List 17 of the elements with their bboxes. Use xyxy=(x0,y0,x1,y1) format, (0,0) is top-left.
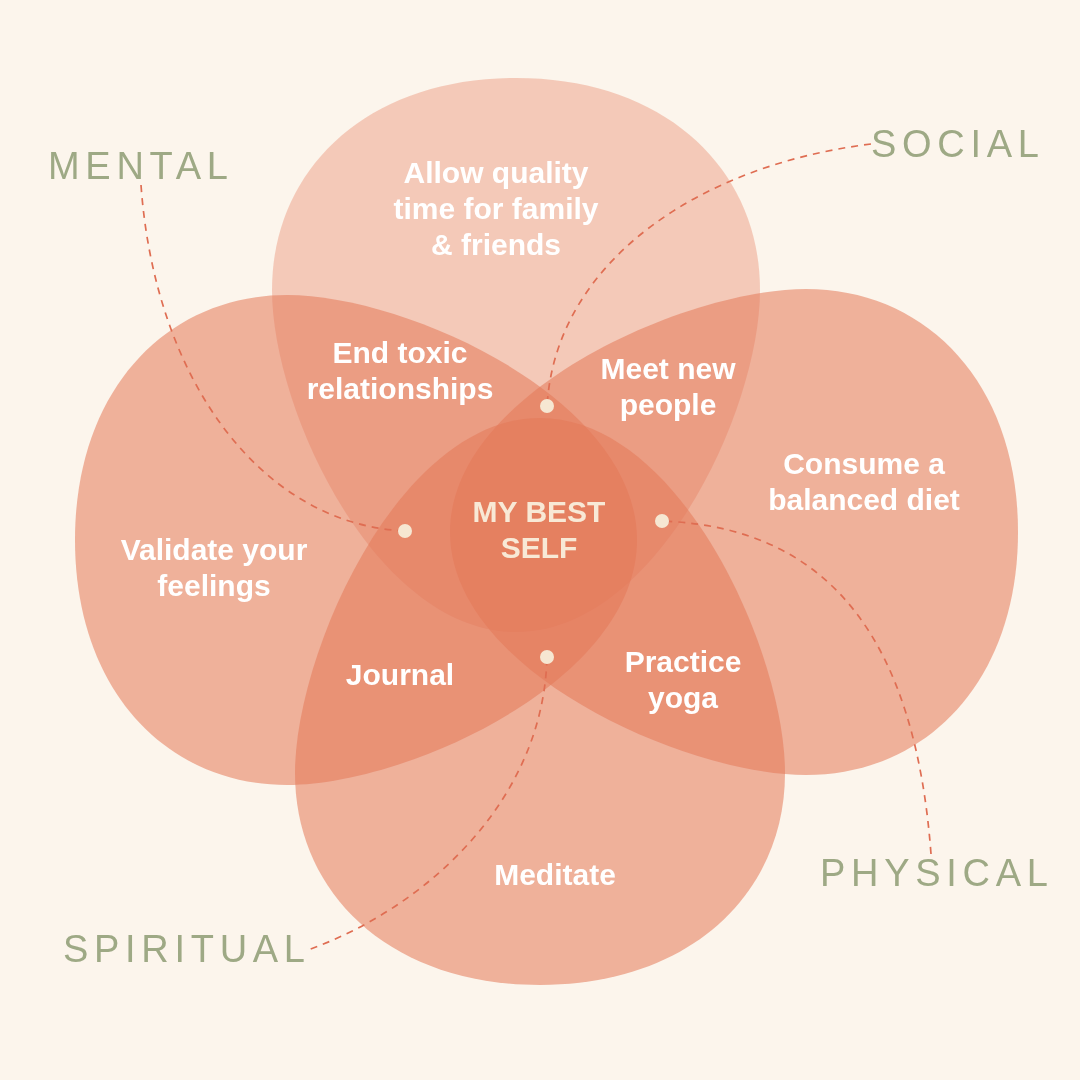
overlap-text: Journal xyxy=(345,657,455,693)
category-label: SOCIAL xyxy=(871,125,1045,163)
leader-line xyxy=(546,143,872,400)
overlap-text: End toxic relationships xyxy=(305,335,495,407)
petal-text: Consume a balanced diet xyxy=(767,446,961,518)
petal-text: Validate your feelings xyxy=(119,532,309,604)
leader-line xyxy=(140,184,399,532)
petal-text: Meditate xyxy=(494,857,616,893)
leader-line xyxy=(309,663,548,950)
category-label: MENTAL xyxy=(48,147,234,185)
category-label: SPIRITUAL xyxy=(63,930,311,968)
petal-text: Allow quality time for family & friends xyxy=(392,155,600,263)
center-text: MY BEST SELF xyxy=(471,494,607,566)
category-label: PHYSICAL xyxy=(820,854,1054,892)
overlap-text: Meet new people xyxy=(599,351,737,423)
overlap-text: Practice yoga xyxy=(623,644,743,716)
leader-line xyxy=(668,520,932,855)
